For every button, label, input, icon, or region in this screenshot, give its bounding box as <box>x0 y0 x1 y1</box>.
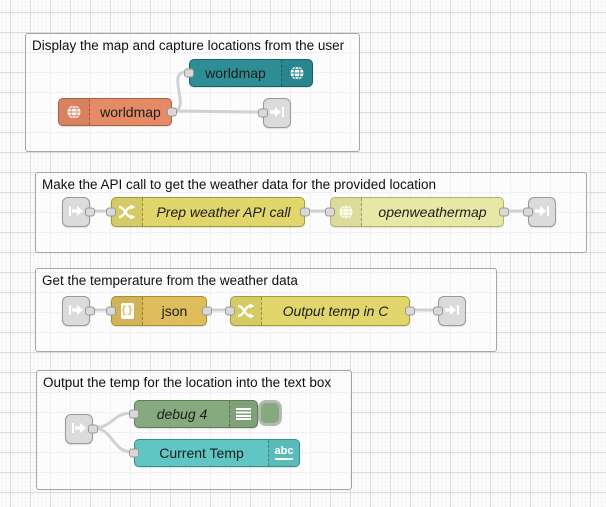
node-json[interactable]: {} json <box>106 296 212 326</box>
group-title: Output the temp for the location into th… <box>43 375 332 390</box>
node-label: worldmap <box>205 65 266 81</box>
node-label: debug 4 <box>156 406 208 422</box>
group-title: Get the temperature from the weather dat… <box>42 273 298 288</box>
output-port[interactable] <box>88 424 98 434</box>
node-link-out[interactable] <box>523 197 556 227</box>
output-port[interactable] <box>405 306 415 316</box>
input-port[interactable] <box>106 207 116 217</box>
group-api-call[interactable]: Make the API call to get the weather dat… <box>35 172 587 253</box>
output-port[interactable] <box>85 306 95 316</box>
globe-icon <box>59 99 90 125</box>
output-port[interactable] <box>85 207 95 217</box>
node-label: worldmap <box>100 104 161 120</box>
node-function-prep-weather[interactable]: Prep weather API call <box>106 197 310 227</box>
function-icon <box>231 297 262 325</box>
link-in-icon <box>68 203 84 222</box>
node-ui-text-current-temp[interactable]: Current Temp abc <box>129 439 300 467</box>
globe-icon <box>281 60 312 86</box>
input-port[interactable] <box>523 207 533 217</box>
node-label: openweathermap <box>378 204 487 220</box>
debug-list-icon <box>229 401 257 427</box>
node-link-out[interactable] <box>433 296 466 326</box>
input-port[interactable] <box>325 207 335 217</box>
node-label: Output temp in C <box>282 303 389 319</box>
output-port[interactable] <box>167 107 177 117</box>
node-link-in[interactable] <box>62 197 95 227</box>
link-in-icon <box>71 420 87 439</box>
globe-icon <box>331 198 362 226</box>
input-port[interactable] <box>225 306 235 316</box>
node-label: json <box>161 303 188 319</box>
group-title: Make the API call to get the weather dat… <box>42 177 436 192</box>
input-port[interactable] <box>129 448 139 458</box>
node-worldmap-in[interactable]: worldmap <box>184 59 313 87</box>
debug-enable-toggle[interactable] <box>258 400 282 426</box>
abc-icon: abc <box>268 440 299 466</box>
input-port[interactable] <box>433 306 443 316</box>
node-link-in[interactable] <box>62 296 95 326</box>
json-icon: {} <box>112 297 143 325</box>
node-label: Prep weather API call <box>156 204 291 220</box>
input-port[interactable] <box>258 108 268 118</box>
link-out-icon <box>444 302 460 321</box>
node-link-in[interactable] <box>65 414 98 444</box>
group-display-map[interactable]: Display the map and capture locations fr… <box>25 33 360 152</box>
node-worldmap-out[interactable]: worldmap <box>58 98 177 126</box>
link-out-icon <box>534 203 550 222</box>
node-function-output-temp[interactable]: Output temp in C <box>225 296 415 326</box>
group-get-temperature[interactable]: Get the temperature from the weather dat… <box>35 268 497 352</box>
output-port[interactable] <box>202 306 212 316</box>
node-link-out[interactable] <box>258 98 291 128</box>
function-icon <box>112 198 143 226</box>
node-openweathermap[interactable]: openweathermap <box>325 197 509 227</box>
input-port[interactable] <box>184 68 194 78</box>
link-out-icon <box>269 104 285 123</box>
node-label: Current Temp <box>159 445 244 461</box>
group-title: Display the map and capture locations fr… <box>32 38 345 53</box>
group-output-temp[interactable]: Output the temp for the location into th… <box>36 370 352 490</box>
output-port[interactable] <box>499 207 509 217</box>
input-port[interactable] <box>129 409 139 419</box>
input-port[interactable] <box>106 306 116 316</box>
node-debug[interactable]: debug 4 <box>129 400 258 428</box>
output-port[interactable] <box>300 207 310 217</box>
link-in-icon <box>68 302 84 321</box>
